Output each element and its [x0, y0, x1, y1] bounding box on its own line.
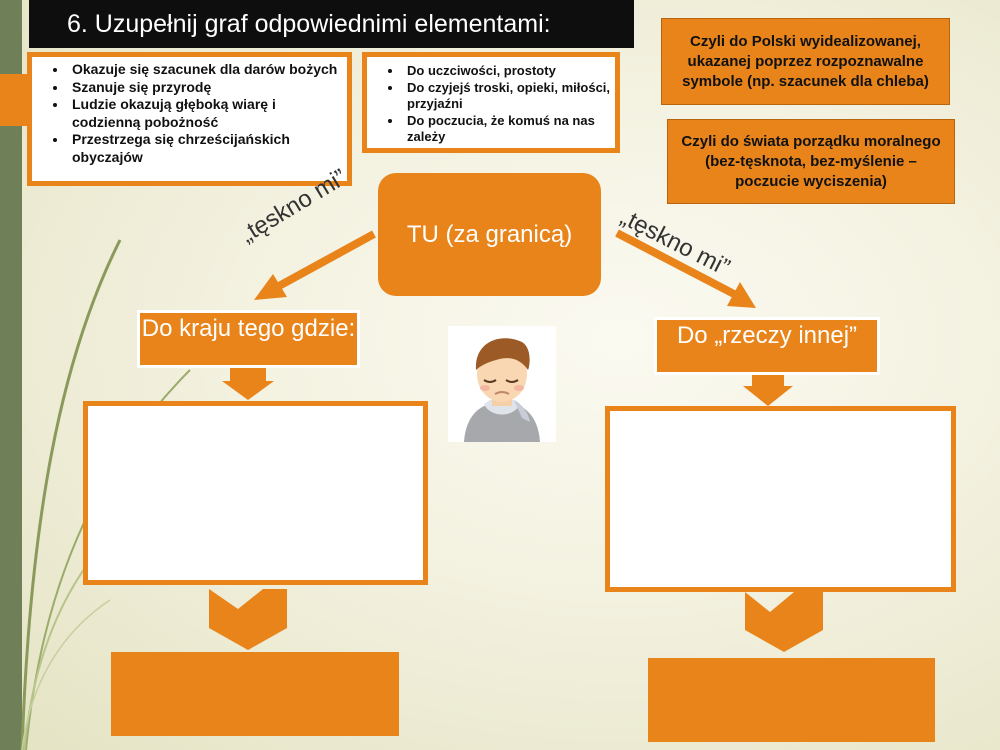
bullet-item: Szanuje się przyrodę: [68, 79, 347, 97]
note-moral-order: Czyli do świata porządku moralnego (bez-…: [667, 119, 955, 204]
right-result-box[interactable]: [648, 658, 935, 742]
right-answer-box[interactable]: [605, 406, 956, 592]
left-answer-box[interactable]: [83, 401, 428, 585]
bullet-item: Do uczciwości, prostoty: [403, 63, 615, 80]
sad-boy-icon: [448, 326, 556, 442]
right-label-box: Do „rzeczy innej”: [654, 317, 880, 375]
bullet-item: Przestrzega się chrześcijańskich obyczaj…: [68, 131, 347, 166]
bullet-item: Okazuje się szacunek dla darów bożych: [68, 61, 347, 79]
bullet-item: Do poczucia, że komuś na nas zależy: [403, 113, 615, 146]
slide-title: 6. Uzupełnij graf odpowiednimi elementam…: [29, 0, 634, 48]
note-idealized-poland: Czyli do Polski wyidealizowanej, ukazane…: [661, 18, 950, 105]
left-bullet-box: Okazuje się szacunek dla darów bożych Sz…: [27, 52, 352, 186]
left-side-bar: [0, 0, 22, 750]
left-result-box[interactable]: [111, 652, 399, 736]
left-orange-tab: [0, 74, 28, 126]
bullet-item: Ludzie okazują głęboką wiarę i codzienną…: [68, 96, 347, 131]
bullet-item: Do czyjejś troski, opieki, miłości, przy…: [403, 80, 615, 113]
left-label-box: Do kraju tego gdzie:: [137, 310, 360, 368]
right-longing-label: „tęskno mi”: [616, 203, 735, 282]
center-node: TU (za granicą): [378, 173, 601, 296]
middle-bullet-box: Do uczciwości, prostoty Do czyjejś trosk…: [362, 52, 620, 153]
